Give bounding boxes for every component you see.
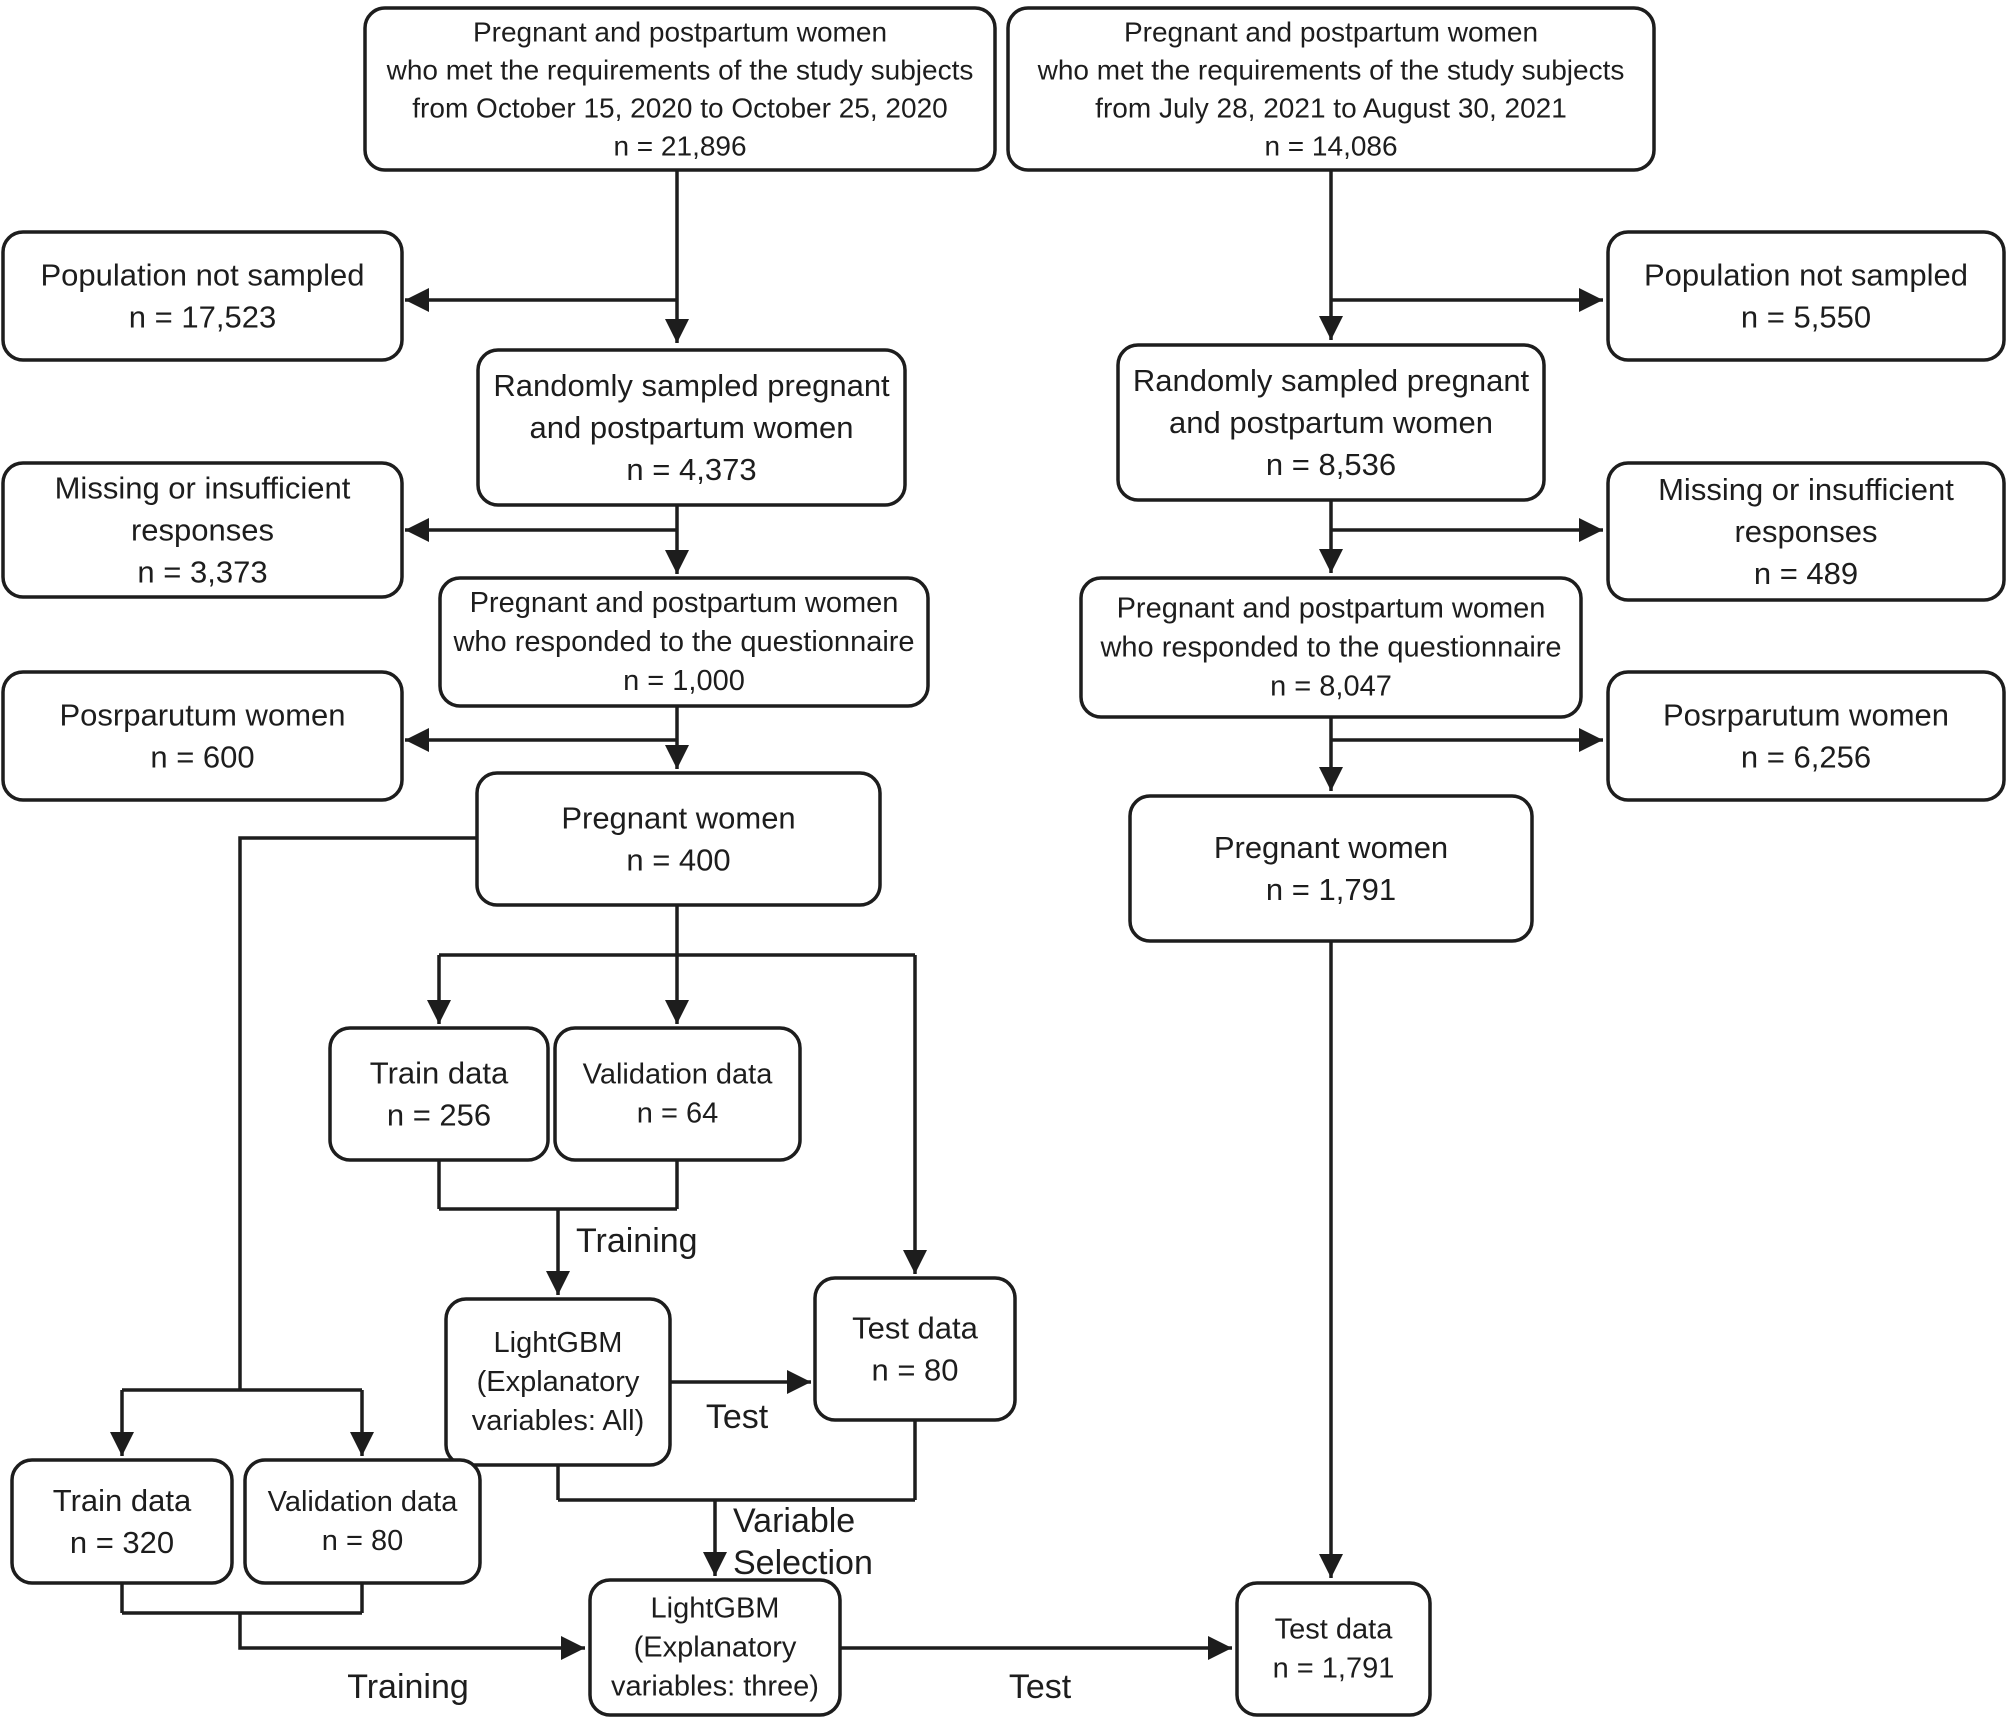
edge-pregnant-2020-to-lower-split <box>238 836 477 1390</box>
label-variable: Variable <box>733 1502 855 1540</box>
label-selection: Selection <box>733 1544 873 1582</box>
responded-2021-box-frame <box>1079 576 1583 719</box>
label-test-lower: Test <box>1009 1668 1072 1706</box>
test-data-1791-box-frame <box>1235 1581 1432 1717</box>
eligible-2020-box-frame <box>363 6 997 172</box>
label-training-upper: Training <box>576 1222 698 1260</box>
test-data-80-box-frame <box>813 1276 1017 1422</box>
label-test-upper: Test <box>706 1398 769 1436</box>
missing-responses-2020-box-frame <box>1 461 404 599</box>
postpartum-women-2020-box-frame <box>1 670 404 802</box>
edges-layer <box>110 170 1603 1660</box>
responded-2020-box-frame <box>438 576 930 708</box>
postpartum-women-2021-box-frame <box>1606 670 2006 802</box>
pregnant-women-2021-box-frame <box>1128 794 1534 943</box>
lightgbm-three-box-frame <box>588 1578 842 1717</box>
train-data-256-box-frame <box>328 1026 550 1162</box>
randomly-sampled-2020-box-frame <box>476 348 907 507</box>
edge-training-to-lightgbm-three <box>238 1613 585 1660</box>
missing-responses-2021-box-frame <box>1606 461 2006 602</box>
label-training-lower: Training <box>347 1668 469 1706</box>
train-data-320-box-frame <box>10 1458 234 1585</box>
randomly-sampled-2021-box-frame <box>1116 343 1546 502</box>
population-not-sampled-2020-box-frame <box>1 230 404 362</box>
lightgbm-all-box-frame <box>444 1297 672 1467</box>
population-not-sampled-2021-box-frame <box>1606 230 2006 362</box>
pregnant-women-2020-box-frame <box>475 771 882 907</box>
validation-data-64-box-frame <box>553 1026 802 1162</box>
validation-data-80-box-frame <box>243 1458 482 1585</box>
eligible-2021-box-frame <box>1006 6 1656 172</box>
